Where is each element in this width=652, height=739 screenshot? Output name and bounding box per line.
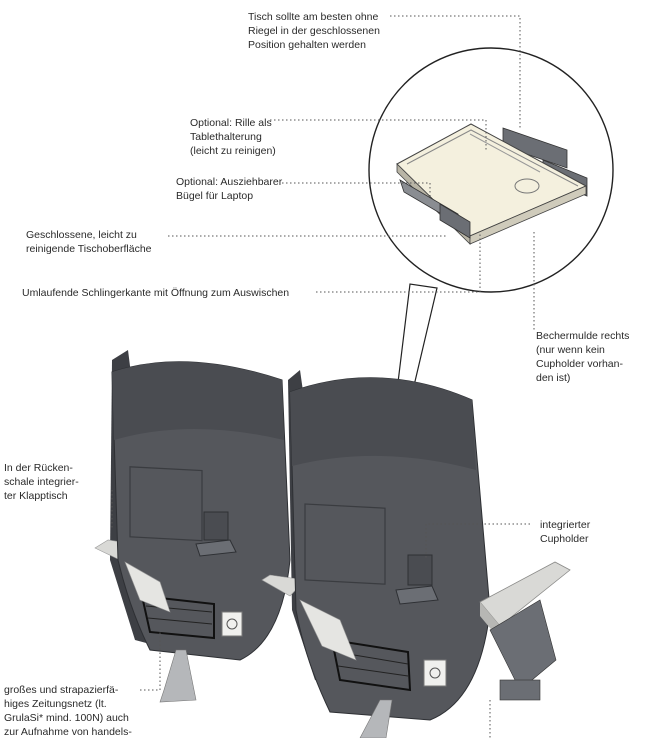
label-rim-edge: Umlaufende Schlingerkante mit Öffnung zu… [22, 287, 290, 299]
label-laptop-bar: Optional: Ausziehbarer Bügel für Laptop [176, 176, 283, 202]
seat-right [261, 370, 571, 738]
tray-table-detail [396, 123, 588, 245]
label-tablet-groove: Optional: Rille als Tablethalterung (lei… [190, 117, 276, 157]
label-newspaper-net: großes und strapazierfä- higes Zeitungsn… [4, 684, 132, 738]
seat-left [94, 350, 291, 703]
leader-lines [111, 15, 535, 738]
label-table-no-latch: Tisch sollte am besten ohne Riegel in de… [248, 11, 380, 51]
label-integrated-table: In der Rücken- schale integrier- ter Kla… [4, 462, 79, 502]
label-cup-recess: Bechermulde rechts (nur wenn kein Cuphol… [536, 330, 630, 384]
label-closed-surface: Geschlossene, leicht zu reinigende Tisch… [26, 229, 152, 255]
label-cupholder: integrierter Cupholder [540, 519, 591, 545]
